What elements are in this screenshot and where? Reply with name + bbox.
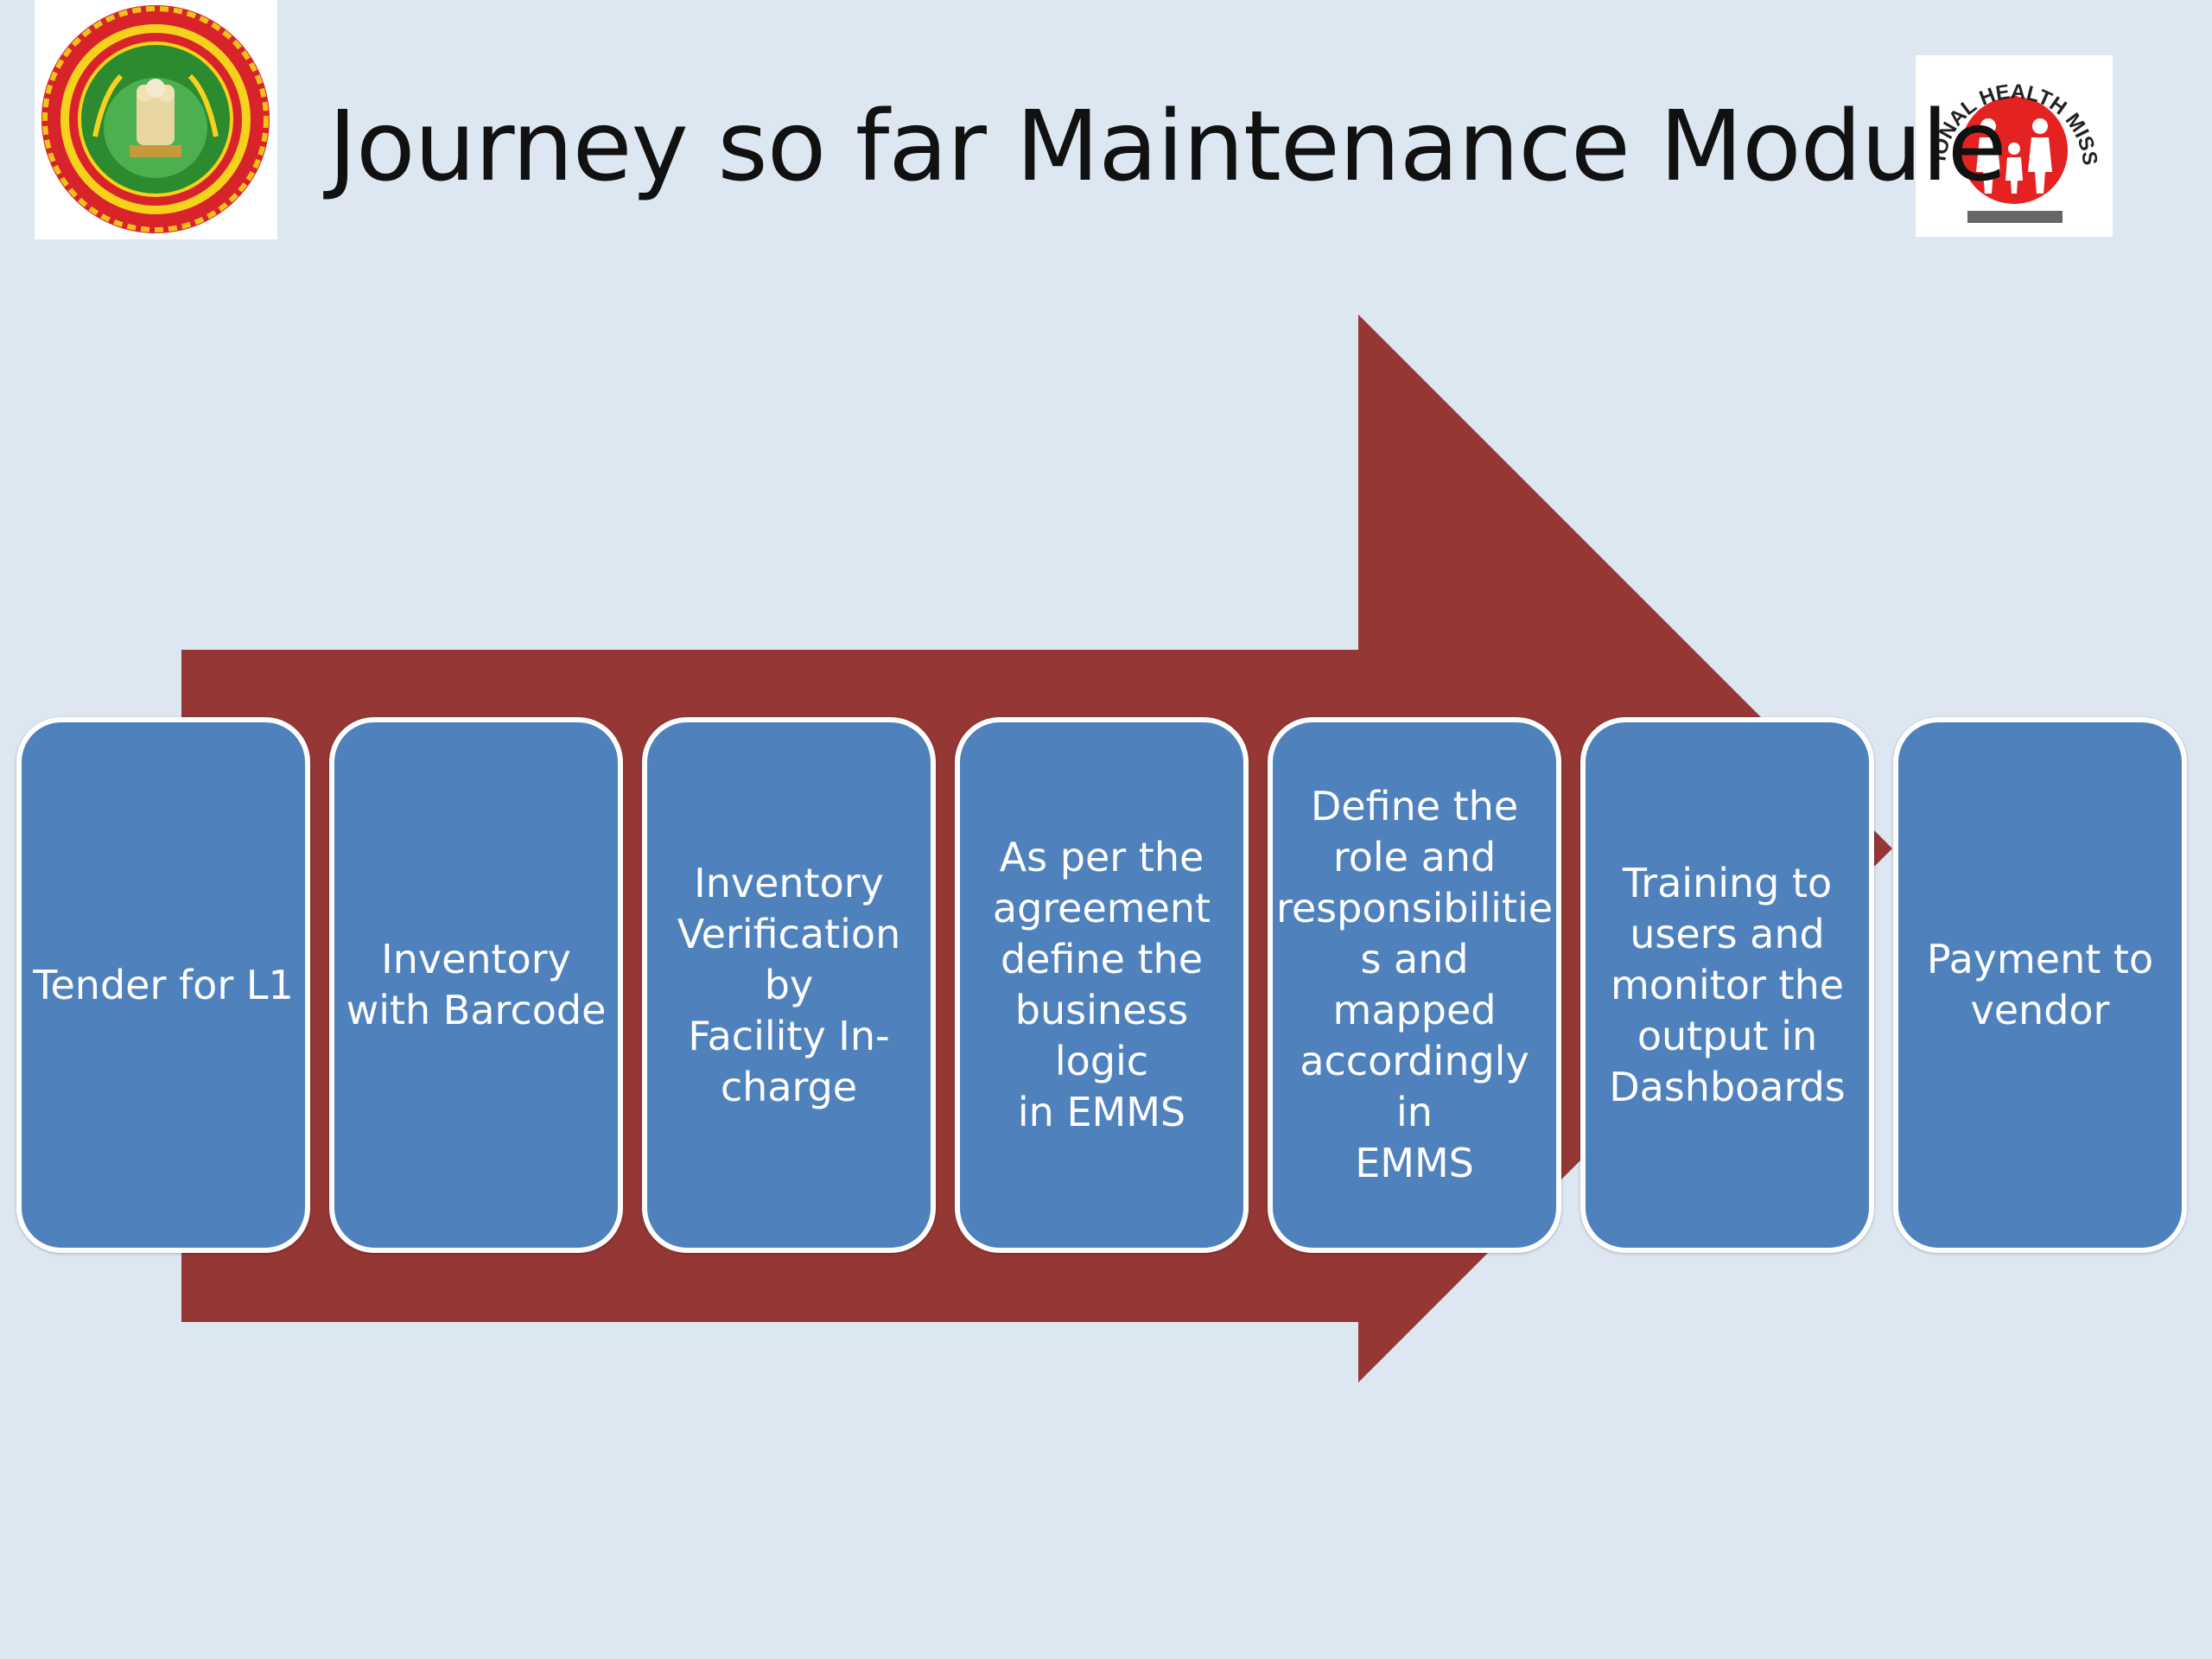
step-1-label: Tender for L1: [33, 961, 294, 1008]
step-5-box: Define the role and responsibilitie s an…: [1268, 717, 1561, 1253]
step-4-label: As per the agreement define the business…: [992, 834, 1211, 1135]
slide-title: Journey so far Maintenance Module: [328, 91, 2007, 203]
step-1-box: Tender for L1: [16, 717, 310, 1253]
step-6-label: Training to users and monitor the output…: [1609, 859, 1846, 1110]
mp-emblem-logo: [35, 0, 277, 239]
step-7-box: Payment to vendor: [1893, 717, 2187, 1253]
step-3-label: Inventory Verification by Facility In- c…: [677, 859, 901, 1110]
step-7-label: Payment to vendor: [1926, 936, 2154, 1033]
nhm-logo: NATIONAL HEALTH MISSION: [1916, 55, 2113, 237]
step-2-box: Inventory with Barcode: [329, 717, 623, 1253]
step-3-box: Inventory Verification by Facility In- c…: [642, 717, 936, 1253]
step-5-label: Define the role and responsibilitie s an…: [1275, 783, 1554, 1186]
step-4-box: As per the agreement define the business…: [955, 717, 1249, 1253]
step-6-box: Training to users and monitor the output…: [1580, 717, 1874, 1253]
step-2-label: Inventory with Barcode: [346, 936, 607, 1033]
